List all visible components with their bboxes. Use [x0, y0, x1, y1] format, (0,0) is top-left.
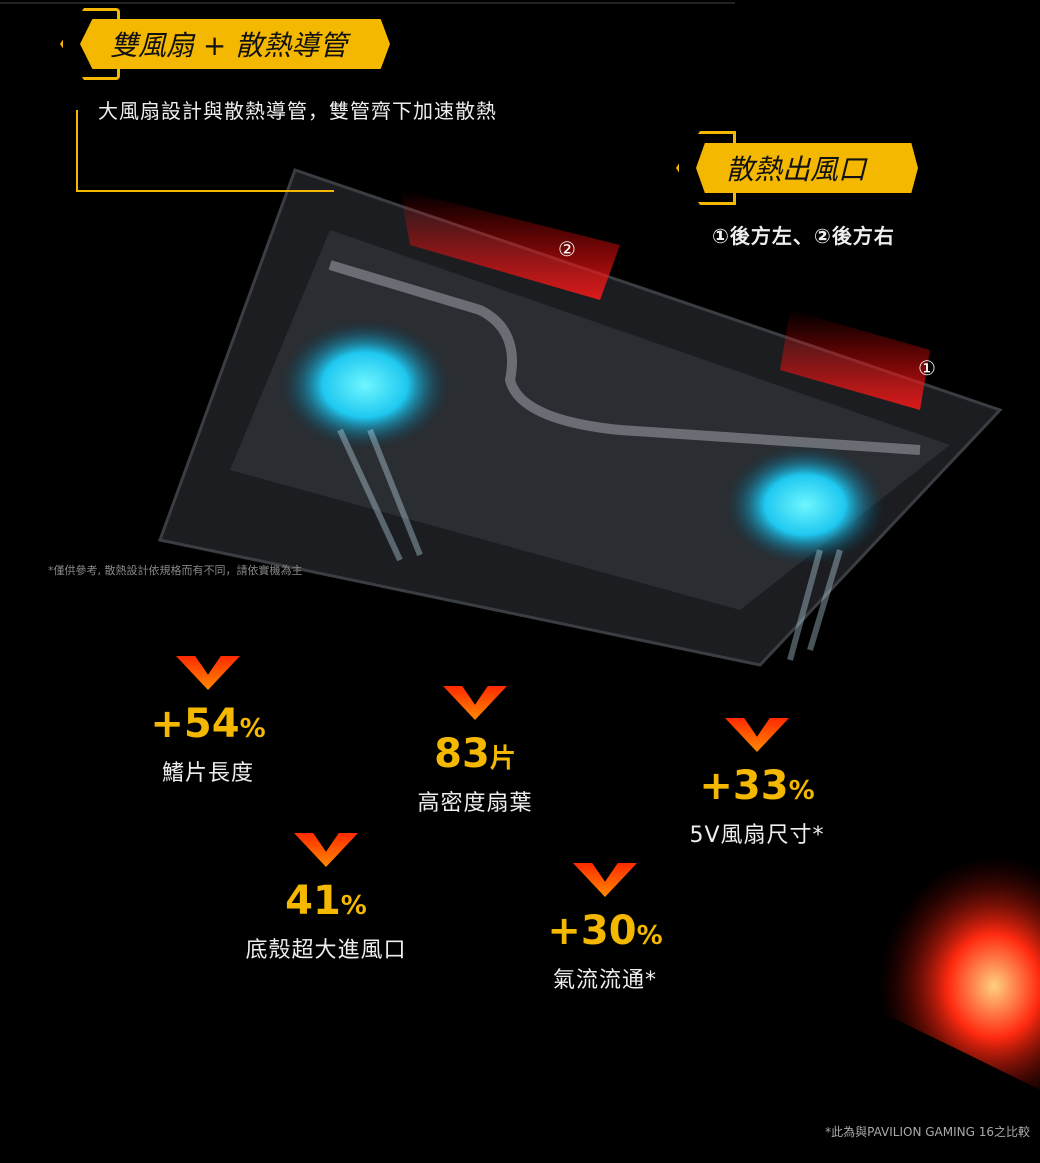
disclaimer: *僅供參考, 散熱設計依規格而有不同，請依實機為主 [48, 564, 303, 577]
decorative-swirl [810, 830, 1040, 1090]
footnote: *此為與PAVILION GAMING 16之比較 [825, 1125, 1030, 1139]
heading-badge-exhaust: 散熱出風口 [676, 131, 918, 205]
heading-exhaust: 散熱出風口 [696, 143, 918, 193]
marker-2: ② [558, 237, 576, 261]
chevron-down-icon [294, 833, 358, 867]
airflow-left [337, 428, 423, 562]
subtitle-dual-fan: 大風扇設計與散熱導管，雙管齊下加速散熱 [98, 99, 497, 123]
stat-airflow: +30% 氣流流通* [505, 863, 705, 994]
chevron-down-icon [725, 718, 789, 752]
airflow-right [787, 549, 843, 661]
marker-1: ① [918, 356, 936, 380]
top-divider [0, 2, 735, 4]
chevron-down-icon [176, 656, 240, 690]
heading-dual-fan: 雙風扇 + 散熱導管 [80, 19, 390, 69]
heat-pipe [328, 260, 921, 455]
subtitle-exhaust: ①後方左、②後方右 [712, 224, 895, 248]
chevron-down-icon [443, 686, 507, 720]
chevron-down-icon [573, 863, 637, 897]
fan-left [280, 320, 450, 450]
heading-badge-dual-fan: 雙風扇 + 散熱導管 [60, 8, 390, 80]
stat-fan-blades: 83片 高密度扇葉 [375, 686, 575, 817]
leader-line [76, 110, 334, 192]
exhaust-glow-2 [400, 190, 620, 300]
fan-right [725, 445, 885, 565]
stat-fin-length: +54% 鰭片長度 [108, 656, 308, 787]
stat-air-intake: 41% 底殼超大進風口 [226, 833, 426, 964]
exhaust-glow-1 [780, 310, 930, 410]
stat-fan-size: +33% 5V風扇尺寸* [657, 718, 857, 849]
